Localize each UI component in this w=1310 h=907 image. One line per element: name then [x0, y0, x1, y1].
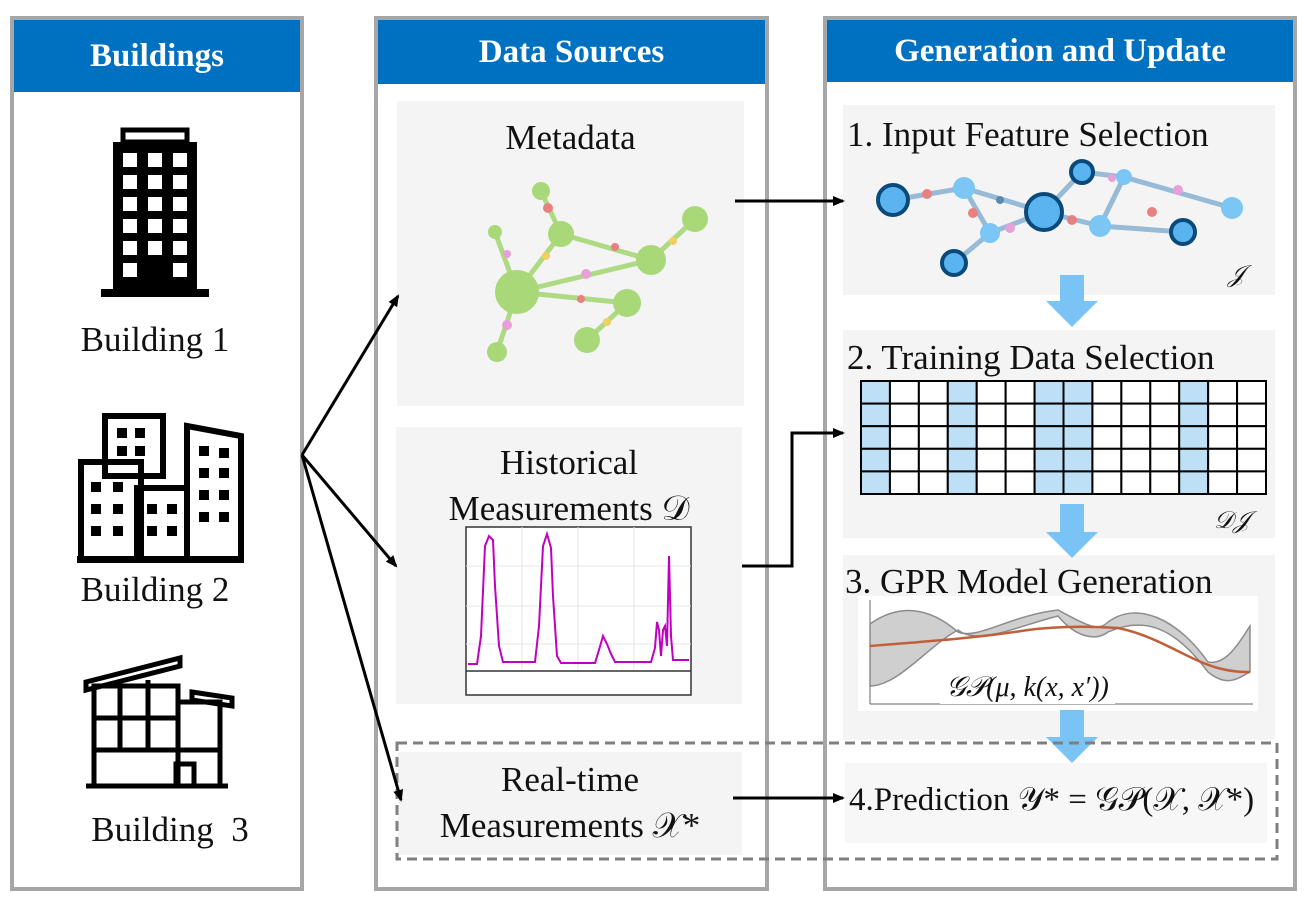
- buildings-header: Buildings: [14, 20, 300, 92]
- grid-cell: [1004, 402, 1036, 428]
- grid-cell: [888, 402, 920, 428]
- grid-cell: [1091, 380, 1123, 405]
- step4-label: 4.Prediction 𝒴* = 𝒢𝒫(𝒳, 𝒳*): [849, 782, 1255, 818]
- grid-cell-selected: [860, 447, 891, 473]
- grid-cell-selected: [1033, 402, 1065, 428]
- training-data-grid: [860, 380, 1267, 495]
- grid-cell: [1120, 447, 1152, 473]
- grid-cell: [1149, 402, 1181, 428]
- grid-cell-selected: [860, 425, 891, 450]
- grid-cell: [1004, 470, 1036, 495]
- metadata-graph-icon: [487, 182, 708, 362]
- grid-cell: [1120, 380, 1152, 405]
- grid-cell-selected: [1062, 380, 1094, 405]
- grid-cell-selected: [1178, 470, 1210, 495]
- grid-cell: [1120, 402, 1152, 428]
- grid-cell: [888, 447, 920, 473]
- grid-cell-selected: [1062, 402, 1094, 428]
- grid-cell: [1091, 425, 1123, 450]
- feature-set-symbol: 𝒥: [1228, 262, 1245, 288]
- gpr-formula: 𝒢𝒫(μ, k(x, x′)): [940, 672, 1115, 704]
- grid-cell: [1149, 447, 1181, 473]
- grid-cell: [975, 402, 1007, 428]
- grid-cell: [1004, 447, 1036, 473]
- down-arrow-1-icon: [1046, 275, 1098, 327]
- step1-label: 1. Input Feature Selection: [847, 115, 1209, 154]
- realtime-label-line1: Real-time: [500, 760, 639, 799]
- grid-cell: [975, 380, 1007, 405]
- metadata-panel: [397, 101, 744, 406]
- building-2-icon: [77, 413, 244, 563]
- grid-cell: [917, 380, 949, 405]
- grid-cell: [1149, 470, 1181, 495]
- grid-cell: [975, 447, 1007, 473]
- grid-cell-selected: [1062, 447, 1094, 473]
- grid-cell: [1091, 402, 1123, 428]
- grid-cell: [1207, 380, 1239, 405]
- grid-cell-selected: [1178, 380, 1210, 405]
- grid-cell: [1207, 470, 1239, 495]
- building-3-label: Building 3: [91, 810, 249, 849]
- grid-cell: [1236, 470, 1267, 495]
- grid-cell: [1236, 402, 1267, 428]
- grid-cell: [1120, 425, 1152, 450]
- grid-cell: [1149, 425, 1181, 450]
- grid-cell: [1236, 447, 1267, 473]
- grid-cell: [975, 470, 1007, 495]
- grid-cell: [888, 380, 920, 405]
- grid-cell: [1091, 470, 1123, 495]
- grid-cell-selected: [860, 380, 891, 405]
- historical-plot: [465, 526, 692, 696]
- grid-cell: [917, 425, 949, 450]
- grid-cell-selected: [1178, 425, 1210, 450]
- grid-cell-selected: [946, 402, 978, 428]
- building-1-icon: [101, 127, 209, 297]
- grid-cell: [917, 470, 949, 495]
- grid-cell-selected: [946, 447, 978, 473]
- grid-cell-selected: [1033, 380, 1065, 405]
- grid-cell-selected: [1033, 447, 1065, 473]
- building-1-label: Building 1: [80, 320, 230, 359]
- building-3-icon: [83, 654, 235, 789]
- realtime-label-line2: Measurements 𝒳*: [439, 806, 701, 845]
- grid-cell: [1236, 380, 1267, 405]
- grid-cell: [888, 470, 920, 495]
- grid-cell-selected: [1033, 425, 1065, 450]
- grid-cell-selected: [860, 402, 891, 428]
- grid-cell-selected: [1062, 470, 1094, 495]
- grid-cell-selected: [860, 470, 891, 495]
- grid-cell-selected: [1062, 425, 1094, 450]
- down-arrow-2-icon: [1046, 504, 1098, 558]
- data-sources-header: Data Sources: [378, 20, 765, 84]
- step3-label: 3. GPR Model Generation: [845, 562, 1213, 601]
- grid-cell: [888, 425, 920, 450]
- building-2-label: Building 2: [80, 570, 230, 609]
- historical-label-line1: Historical: [499, 443, 639, 482]
- grid-cell: [1149, 380, 1181, 405]
- grid-cell: [1207, 402, 1239, 428]
- grid-cell-selected: [1178, 402, 1210, 428]
- grid-cell: [1207, 447, 1239, 473]
- grid-cell: [1207, 425, 1239, 450]
- grid-cell: [1236, 425, 1267, 450]
- grid-cell: [1004, 425, 1036, 450]
- grid-cell: [917, 447, 949, 473]
- feature-graph-icon: [876, 159, 1243, 277]
- metadata-label: Metadata: [505, 118, 636, 157]
- generation-header: Generation and Update: [827, 20, 1293, 82]
- grid-cell: [1120, 470, 1152, 495]
- grid-cell: [975, 425, 1007, 450]
- grid-cell-selected: [946, 470, 978, 495]
- grid-cell: [917, 402, 949, 428]
- down-arrow-3-icon: [1046, 710, 1098, 763]
- historical-label-line2: Measurements 𝒟: [448, 489, 690, 528]
- step2-label: 2. Training Data Selection: [847, 338, 1215, 377]
- grid-cell-selected: [1178, 447, 1210, 473]
- grid-cell: [1091, 447, 1123, 473]
- grid-cell-selected: [1033, 470, 1065, 495]
- grid-cell-selected: [946, 425, 978, 450]
- grid-cell-selected: [946, 380, 978, 405]
- grid-cell: [1004, 380, 1036, 405]
- training-set-symbol: 𝒟𝒥: [1214, 508, 1250, 534]
